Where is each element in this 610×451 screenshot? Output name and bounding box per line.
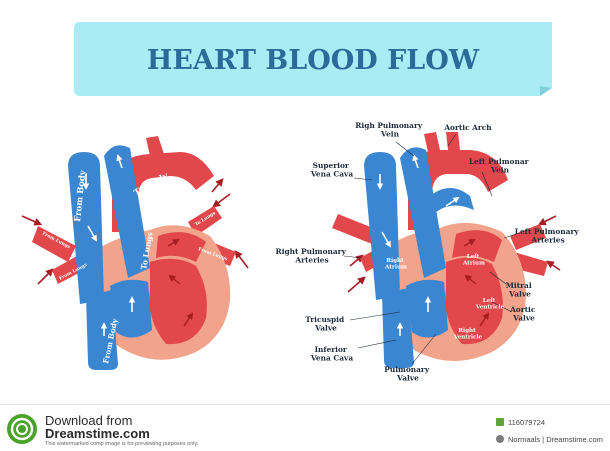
label-right-ventricle-l1: Right xyxy=(458,328,476,334)
label-superior-vena-cava-l2: Vena Cava xyxy=(310,170,353,179)
label-mitral-valve-l2: Valve xyxy=(508,290,531,299)
label-inferior-vena-cava-l1: Inferior xyxy=(315,345,347,354)
right-pulmonary-artery xyxy=(400,147,446,278)
author-credit[interactable]: Normaals | Dreamstime.com xyxy=(508,435,603,444)
left-pulmonary-artery xyxy=(104,145,150,278)
label-inferior-vena-cava: Inferior Vena Cava xyxy=(310,345,353,363)
left-ventricle-chamber-left xyxy=(149,258,207,345)
label-left-ventricle: Left Ventricle xyxy=(475,298,505,311)
author-icon xyxy=(496,435,504,443)
left-right-ventricle-chamber xyxy=(110,279,152,338)
label-right-atrium-l2: Atrium xyxy=(384,265,407,271)
right-aortic-arch xyxy=(408,150,508,230)
dreamstime-site-link[interactable]: Dreamstime.com xyxy=(45,426,150,441)
label-left-pulmonary-arteries-l2: Arteries xyxy=(530,236,564,245)
label-pulmonary-valve-l2: Valve xyxy=(396,374,419,383)
dreamstime-logo-icon xyxy=(7,414,37,444)
label-right-ventricle-l2: Ventricle xyxy=(453,335,483,341)
label-mitral-valve-l1: Mitral xyxy=(506,281,532,290)
right-heart-diagram: Righ Pulmonary Vein Aortic Arch Superior… xyxy=(276,121,581,383)
author-row: Normaals | Dreamstime.com xyxy=(496,435,603,444)
label-mitral-valve: Mitral Valve xyxy=(506,281,534,299)
right-red-inner-arrows xyxy=(463,238,490,327)
left-atrium-chamber-left xyxy=(156,232,206,262)
label-right-ventricle: Right Ventricle xyxy=(453,328,483,341)
label-right-pulmonary-arteries-l2: Arteries xyxy=(294,256,328,265)
label-tricuspid-valve-l1: Tricuspid xyxy=(305,315,344,324)
label-left-pulmonar-vein-l2: Vein xyxy=(490,166,510,175)
label-aortic-valve: Aortic Valve xyxy=(509,305,538,323)
label-righ-pulmonary-vein-l2: Vein xyxy=(380,130,400,139)
label-left-pulmonar-vein-l1: Left Pulmonar xyxy=(469,157,529,166)
right-left-atrium-chamber xyxy=(452,230,502,262)
left-heart-diagram: From Body To Body To Lungs From Body Fro… xyxy=(21,136,249,370)
right-pulmonary-artery-left-branch xyxy=(430,188,474,212)
label-inferior-vena-cava-l2: Vena Cava xyxy=(310,354,353,363)
label-right-atrium-l1: Right xyxy=(386,258,404,264)
label-left-atrium-l2: Atrium xyxy=(462,261,485,267)
page-title: HEART BLOOD FLOW xyxy=(147,45,480,76)
watermark-note: This watermarked comp image is for previ… xyxy=(45,441,199,447)
label-pulmonary-valve-l1: Pulmonary xyxy=(384,365,430,374)
left-white-flow-arrows xyxy=(82,154,136,336)
label-aortic-valve-l1: Aortic xyxy=(509,305,536,314)
label-tricuspid-valve-l2: Valve xyxy=(314,324,337,333)
label-tricuspid-valve: Tricuspid Valve xyxy=(305,315,346,333)
label-left-ventricle-l1: Left xyxy=(483,298,496,304)
download-from-text: Download from xyxy=(45,413,133,428)
label-righ-pulmonary-vein-l1: Righ Pulmonary xyxy=(355,121,423,130)
label-right-pulmonary-arteries-l1: Right Pulmonary xyxy=(276,247,347,256)
right-superior-vena-cava xyxy=(364,152,400,300)
image-id-icon xyxy=(496,418,504,426)
footer-bar: Download from Dreamstime.com This waterm… xyxy=(0,404,610,451)
label-left-pulmonary-arteries: Left Pulmonary Arteries xyxy=(515,227,581,245)
image-id: 116079724 xyxy=(508,418,545,427)
image-id-row: 116079724 xyxy=(496,418,545,427)
label-righ-pulmonary-vein: Righ Pulmonary Vein xyxy=(355,121,424,139)
label-left-ventricle-l2: Ventricle xyxy=(475,305,505,311)
left-inferior-vena-cava xyxy=(86,290,118,370)
label-left-pulmonar-vein: Left Pulmonar Vein xyxy=(469,157,531,175)
right-left-ventricle-chamber xyxy=(445,257,503,345)
label-left-atrium-l1: Left xyxy=(467,254,480,260)
label-right-pulmonary-arteries: Right Pulmonary Arteries xyxy=(276,247,349,265)
title-banner: HEART BLOOD FLOW xyxy=(74,22,552,96)
label-superior-vena-cava-l1: Superior xyxy=(313,161,349,170)
left-aorta-branch xyxy=(146,136,164,156)
right-aorta-branch-1 xyxy=(424,132,440,152)
right-aorta-branch-2 xyxy=(446,132,460,150)
label-superior-vena-cava: Superior Vena Cava xyxy=(310,161,353,179)
label-left-atrium: Left Atrium xyxy=(462,254,485,267)
left-red-inner-arrows xyxy=(167,238,194,327)
label-aortic-valve-l2: Valve xyxy=(512,314,535,323)
label-pulmonary-valve: Pulmonary Valve xyxy=(384,365,431,383)
label-pointer-lines xyxy=(343,133,517,365)
left-red-arrows xyxy=(21,178,249,285)
right-white-flow-arrows xyxy=(376,154,460,336)
label-aortic-arch: Aortic Arch xyxy=(443,123,492,132)
right-right-ventricle-chamber xyxy=(406,279,448,338)
left-superior-vena-cava xyxy=(68,152,104,304)
label-right-atrium: Right Atrium xyxy=(384,258,407,271)
label-left-pulmonary-arteries-l1: Left Pulmonary xyxy=(515,227,580,236)
